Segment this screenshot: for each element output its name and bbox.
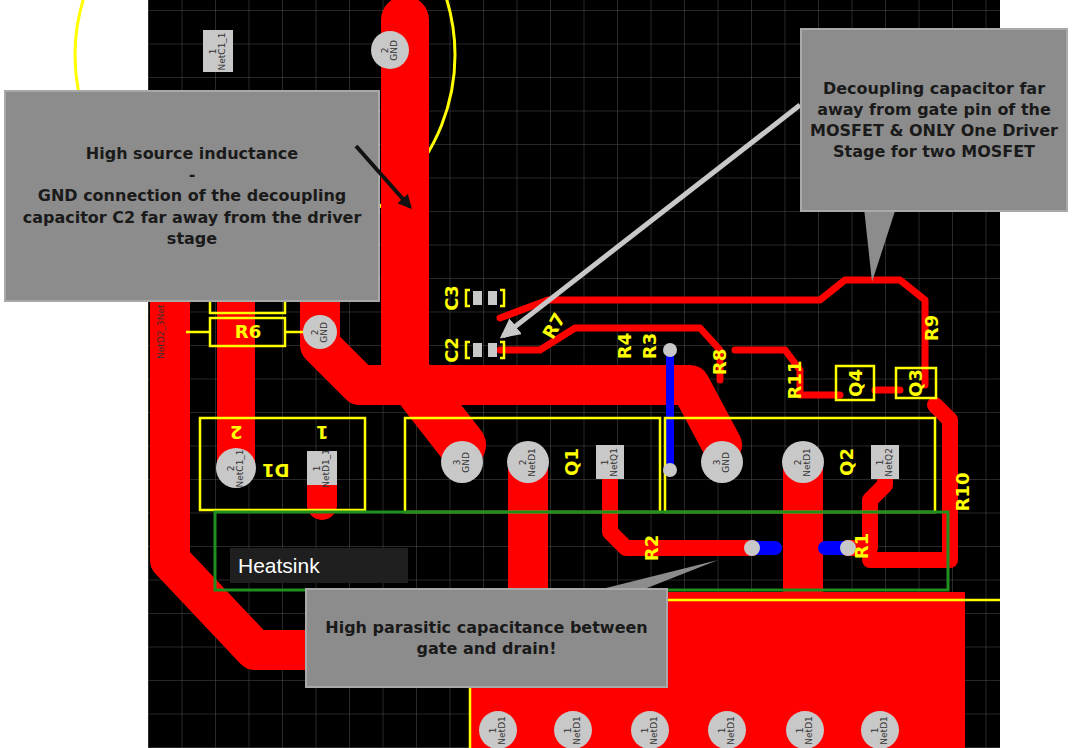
part-designator: R9 bbox=[923, 315, 941, 341]
round-pad bbox=[786, 711, 824, 748]
pad-label: 1 NetQ1 bbox=[601, 448, 620, 477]
round-pad bbox=[701, 441, 743, 483]
via bbox=[663, 463, 677, 477]
callout-text: Decoupling capacitor far away from gate … bbox=[810, 78, 1058, 162]
part-designator: R8 bbox=[711, 349, 729, 375]
callout-text: Heatsink bbox=[238, 554, 320, 578]
smd-pad bbox=[473, 343, 482, 357]
part-designator: D1 bbox=[262, 461, 289, 479]
leader-arrow bbox=[503, 105, 800, 336]
round-pad bbox=[782, 441, 824, 483]
callout-text: GND connection of the decoupling capacit… bbox=[14, 185, 370, 248]
part-designator: R11 bbox=[786, 361, 804, 400]
heatsink-tag: Heatsink bbox=[230, 548, 408, 583]
square-pad bbox=[596, 445, 624, 479]
pad-label: 1 NetD1 bbox=[489, 716, 508, 744]
bottom-layer-traces bbox=[670, 350, 848, 548]
transistor-outline bbox=[836, 366, 874, 400]
part-designator: Q4 bbox=[847, 369, 865, 397]
bottom-trace bbox=[666, 350, 674, 470]
pad-label: 3 GND bbox=[453, 452, 472, 473]
callout-box: High source inductance-GND connection of… bbox=[4, 90, 380, 302]
callout-text: - bbox=[189, 164, 196, 185]
heatsink-outline bbox=[215, 512, 948, 590]
pad-label: 1 NetQ2 bbox=[876, 448, 895, 477]
callout-heading: High source inductance bbox=[86, 143, 298, 164]
gate-trace bbox=[870, 405, 950, 560]
round-pad bbox=[303, 315, 337, 349]
leader-arrow bbox=[356, 146, 410, 207]
via bbox=[744, 540, 760, 556]
capacitor-outline bbox=[466, 290, 504, 306]
part-designator: Q1 bbox=[563, 448, 581, 476]
part-designator: 1 bbox=[316, 423, 329, 441]
pad-label: 2 NetD1 bbox=[519, 448, 538, 476]
round-pad bbox=[216, 448, 256, 488]
part-designator: R4 bbox=[616, 333, 634, 359]
round-pad bbox=[861, 711, 899, 748]
pad-label: 1 NetD1 bbox=[718, 716, 737, 744]
copper-trace bbox=[405, 385, 722, 445]
pad-label: 2 NetD1 bbox=[794, 448, 813, 476]
part-designator: R2 bbox=[643, 535, 661, 561]
part-designator: R3 bbox=[641, 333, 659, 359]
mosfet-outline bbox=[665, 418, 935, 512]
callout-pointer bbox=[864, 208, 896, 282]
smd-pad bbox=[473, 291, 482, 305]
via bbox=[663, 343, 677, 357]
part-designator: R6 bbox=[235, 323, 261, 341]
part-designator: R7 bbox=[540, 310, 569, 342]
pad-label: NetD2_3Net bbox=[156, 305, 165, 359]
part-designator: 2 bbox=[230, 423, 243, 441]
pad-label: 1 NetD1 bbox=[796, 716, 815, 744]
round-pad bbox=[708, 711, 746, 748]
callout-pointer bbox=[598, 560, 718, 590]
round-pad bbox=[371, 31, 409, 69]
mosfet-outline bbox=[405, 418, 660, 512]
part-designator: Q3 bbox=[907, 369, 925, 397]
silkscreen bbox=[186, 285, 1000, 748]
part-designator: C2 bbox=[443, 337, 461, 363]
copper-trace bbox=[320, 300, 410, 385]
smd-pad bbox=[488, 343, 497, 357]
round-pad bbox=[554, 711, 592, 748]
part-designator: Q2 bbox=[838, 448, 856, 476]
callout-box: High parasitic capacitance between gate … bbox=[305, 588, 668, 688]
resistor-outline bbox=[210, 318, 285, 346]
square-pad bbox=[203, 30, 233, 72]
pad-label: 1 NetD1 bbox=[641, 716, 660, 744]
pad-label: 2 NetC1_1 bbox=[227, 449, 246, 487]
diode-outline bbox=[200, 418, 365, 510]
part-designator: R10 bbox=[954, 473, 972, 512]
part-designator: C3 bbox=[443, 285, 461, 311]
pad-label: 3 GND bbox=[713, 452, 732, 473]
round-pad bbox=[479, 711, 517, 748]
pad-label: 1 NetD1 bbox=[564, 716, 583, 744]
transistor-outline bbox=[896, 368, 936, 398]
pad-label: 1 NetD1_1 bbox=[313, 449, 332, 488]
callout-text: High parasitic capacitance between gate … bbox=[315, 617, 658, 659]
part-designator: R1 bbox=[853, 533, 871, 559]
callout-box: Decoupling capacitor far away from gate … bbox=[800, 28, 1068, 212]
signal-trace bbox=[500, 328, 720, 380]
round-pad bbox=[631, 711, 669, 748]
round-pad bbox=[507, 441, 549, 483]
capacitor-outline bbox=[466, 342, 504, 358]
round-pad bbox=[441, 441, 483, 483]
square-pad bbox=[871, 445, 899, 479]
smd-pad bbox=[488, 291, 497, 305]
pad-label: 2 GND bbox=[381, 40, 400, 61]
pad-label: 1 NetD1 bbox=[871, 716, 890, 744]
pad-label: 1 NetC1_1 bbox=[209, 32, 228, 70]
pad-label: 2 GND bbox=[311, 322, 330, 343]
